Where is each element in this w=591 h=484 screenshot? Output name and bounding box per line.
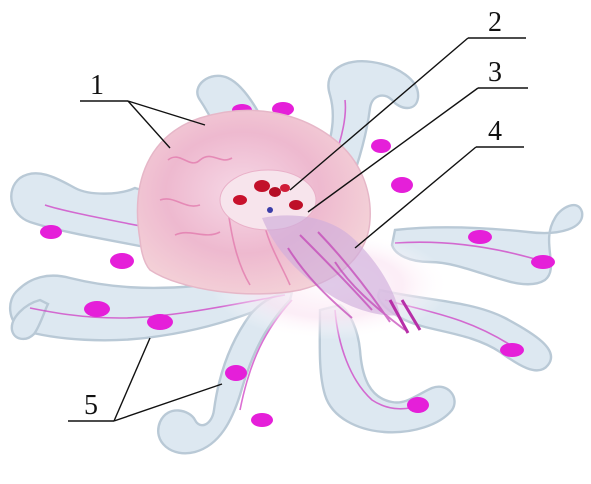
chamber xyxy=(531,255,555,269)
chamber xyxy=(407,397,429,413)
chamber xyxy=(251,413,273,427)
callout-5: 5 xyxy=(84,390,98,421)
chamber xyxy=(371,139,391,153)
callout-4: 4 xyxy=(488,116,502,147)
callout-2: 2 xyxy=(488,7,502,38)
chamber xyxy=(225,365,247,381)
callout-5-leader-a xyxy=(114,338,150,421)
chamber xyxy=(40,225,62,239)
chamber xyxy=(147,314,173,330)
chamber xyxy=(391,177,413,193)
chamber xyxy=(110,253,134,269)
chamber xyxy=(84,301,110,317)
chamber xyxy=(500,343,524,357)
callout-3: 3 xyxy=(488,57,502,88)
callout-1: 1 xyxy=(90,70,104,101)
chamber xyxy=(468,230,492,244)
